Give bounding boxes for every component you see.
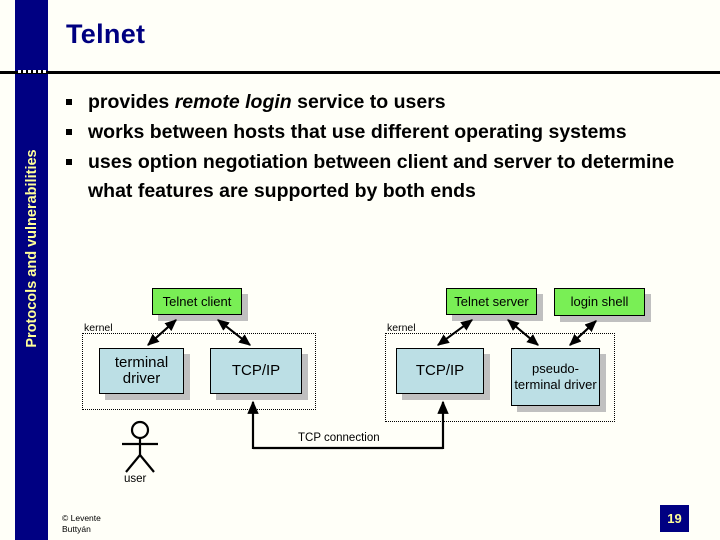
- bullet-text-post: service to users: [291, 91, 446, 113]
- header-divider-dashes: [18, 70, 46, 73]
- bullet-text: works between hosts that use different o…: [88, 121, 627, 143]
- page-number-badge: 19: [660, 505, 689, 532]
- user-label: user: [124, 473, 147, 485]
- telnet-client-box[interactable]: Telnet client: [152, 288, 242, 315]
- terminal-driver-box[interactable]: terminal driver: [99, 348, 184, 394]
- login-shell-box[interactable]: login shell: [554, 288, 645, 316]
- bullet-item: provides remote login service to users: [62, 88, 692, 117]
- bullet-square-icon: [66, 159, 72, 165]
- bullet-text-emphasis: remote login: [174, 91, 292, 113]
- bullet-text-pre: provides: [88, 91, 175, 113]
- kernel-label-server: kernel: [387, 322, 416, 334]
- bullet-item: works between hosts that use different o…: [62, 118, 692, 147]
- bullet-text: uses option negotiation between client a…: [88, 151, 675, 202]
- sidebar-band: Protocols and vulnerabilities: [15, 0, 48, 540]
- bullet-item: uses option negotiation between client a…: [62, 148, 692, 206]
- sidebar-title-vertical: Protocols and vulnerabilities: [24, 149, 40, 348]
- kernel-boundary-server: [385, 333, 615, 422]
- tcpip-client-box[interactable]: TCP/IP: [210, 348, 302, 394]
- pseudo-terminal-driver-box[interactable]: pseudo-terminal driver: [511, 348, 600, 406]
- bullet-square-icon: [66, 129, 72, 135]
- bullet-square-icon: [66, 99, 72, 105]
- bullet-list: provides remote login service to users w…: [62, 88, 692, 207]
- tcpip-server-box[interactable]: TCP/IP: [396, 348, 484, 394]
- copyright-credit: © Levente Buttyán: [62, 513, 101, 535]
- credit-line-2: Buttyán: [62, 524, 91, 534]
- tcp-connection-label: TCP connection: [298, 432, 380, 444]
- header-divider: [0, 71, 720, 74]
- kernel-label-client: kernel: [84, 322, 113, 334]
- credit-line-1: © Levente: [62, 513, 101, 523]
- kernel-boundary-client: [82, 333, 316, 410]
- page-title: Telnet: [66, 19, 146, 49]
- telnet-server-box[interactable]: Telnet server: [446, 288, 537, 315]
